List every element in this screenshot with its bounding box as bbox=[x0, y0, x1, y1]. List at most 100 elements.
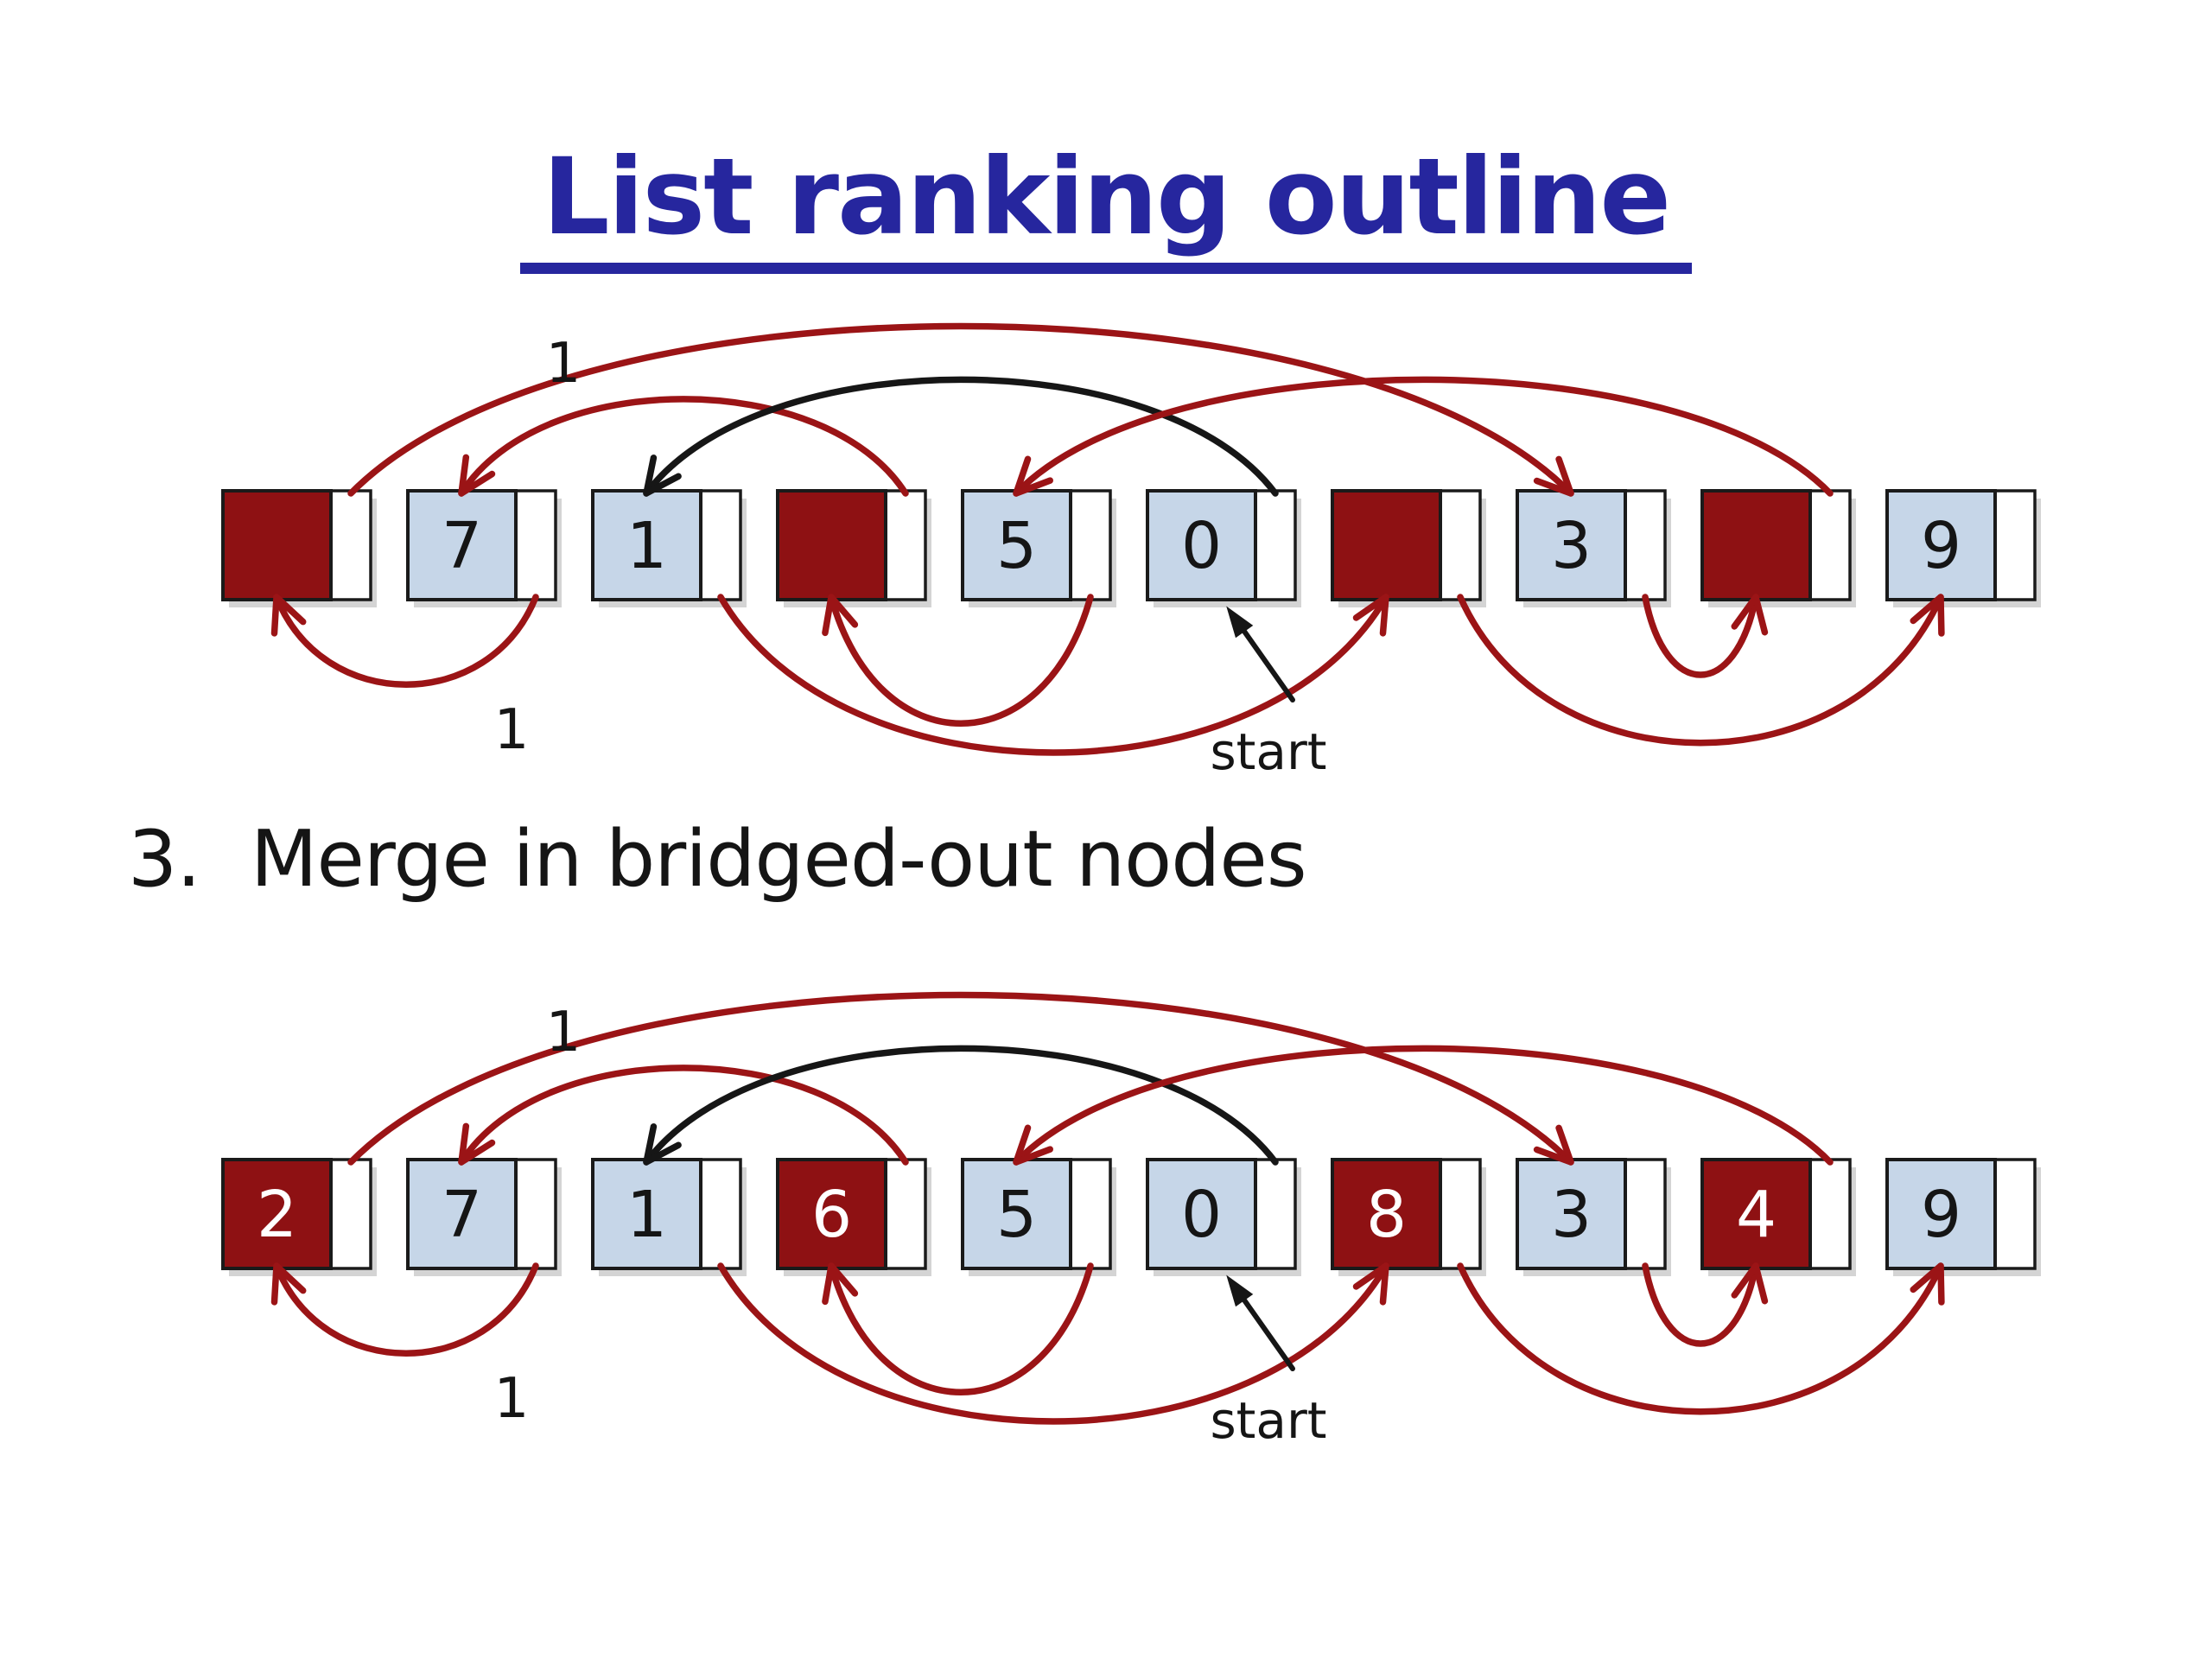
start-label: start bbox=[1210, 1391, 1326, 1450]
arrowhead bbox=[643, 1123, 682, 1166]
arrowhead bbox=[270, 594, 307, 637]
node-value-cell-bridged bbox=[1331, 1158, 1442, 1270]
arrowhead bbox=[1352, 594, 1389, 637]
list-node: 2 bbox=[221, 1158, 377, 1276]
pointer-arc-red bbox=[273, 1262, 539, 1357]
node-value-cell-bridged bbox=[776, 489, 887, 601]
list-node: 4 bbox=[1700, 1158, 1856, 1276]
node-value: 7 bbox=[442, 1178, 482, 1252]
linked-list-list-after-bridging-out: 7 1 5 0 3 9 1 1 start bbox=[221, 322, 2041, 781]
pointer-arc-red bbox=[347, 322, 1574, 497]
arrowhead bbox=[1352, 1262, 1389, 1306]
node-value: 5 bbox=[996, 509, 1037, 583]
pointer-arc-black bbox=[643, 1045, 1279, 1166]
list-node: 3 bbox=[1516, 1158, 1671, 1276]
list-node: 9 bbox=[1885, 1158, 2041, 1276]
weight-label-top: 1 bbox=[546, 332, 582, 396]
pointer-arc-black bbox=[643, 376, 1279, 497]
node-value-cell-bridged bbox=[1700, 489, 1812, 601]
arrowhead bbox=[1533, 1124, 1574, 1166]
arrowhead bbox=[1910, 1262, 1945, 1306]
pointer-arc-red bbox=[1642, 594, 1759, 678]
node-value-cell bbox=[1146, 1158, 1257, 1270]
list-node bbox=[1331, 489, 1486, 607]
step-text: 3. Merge in bridged-out nodes bbox=[128, 814, 1307, 905]
node-value-cell bbox=[1516, 1158, 1627, 1270]
arrowhead bbox=[458, 454, 496, 497]
list-node bbox=[776, 489, 931, 607]
list-node: 5 bbox=[961, 1158, 1116, 1276]
list-node: 9 bbox=[1885, 489, 2041, 607]
node-value: 0 bbox=[1181, 1178, 1222, 1252]
step-label: Merge in bridged-out nodes bbox=[250, 814, 1307, 905]
node-value-cell bbox=[591, 489, 702, 601]
node-value-cell bbox=[1516, 489, 1627, 601]
arrowhead bbox=[822, 1262, 859, 1306]
arrowhead bbox=[458, 1122, 496, 1166]
pointer-arc-red bbox=[1642, 1262, 1759, 1347]
pointer-arc-red bbox=[717, 1262, 1389, 1425]
arrowhead bbox=[1910, 594, 1945, 637]
node-value: 6 bbox=[811, 1178, 852, 1252]
node-value: 9 bbox=[1921, 509, 1961, 583]
list-node bbox=[1700, 489, 1856, 607]
list-node: 0 bbox=[1146, 489, 1301, 607]
pointer-arc-red bbox=[1457, 594, 1944, 747]
node-value: 3 bbox=[1551, 509, 1592, 583]
list-node: 5 bbox=[961, 489, 1116, 607]
list-node: 7 bbox=[406, 489, 562, 607]
pointer-arc-red bbox=[458, 396, 909, 497]
start-label: start bbox=[1210, 722, 1326, 781]
node-value: 8 bbox=[1366, 1178, 1407, 1252]
pointer-arc-red bbox=[1457, 1262, 1944, 1415]
page-title-wrap: List ranking outline bbox=[0, 137, 2212, 275]
pointer-arc-red bbox=[717, 594, 1389, 756]
pointer-arc-red bbox=[1013, 376, 1834, 497]
pointer-arc-red bbox=[828, 1262, 1094, 1395]
start-arrowhead bbox=[1226, 1274, 1254, 1307]
arrowhead bbox=[1013, 455, 1054, 497]
list-node: 0 bbox=[1146, 1158, 1301, 1276]
pointer-arc-red bbox=[828, 594, 1094, 727]
arrowhead bbox=[1013, 1124, 1054, 1166]
node-value: 2 bbox=[257, 1178, 297, 1252]
pointer-arc-red bbox=[273, 594, 539, 688]
weight-label-bottom: 1 bbox=[494, 1367, 530, 1431]
arrowhead bbox=[270, 1262, 307, 1306]
arrowhead bbox=[822, 594, 859, 637]
node-value-cell bbox=[961, 489, 1072, 601]
pointer-arc-red bbox=[347, 991, 1574, 1166]
node-value: 7 bbox=[442, 509, 482, 583]
arrowhead bbox=[643, 454, 682, 497]
node-value-cell bbox=[1146, 489, 1257, 601]
node-value-cell-bridged bbox=[221, 1158, 333, 1270]
node-value-cell-bridged bbox=[776, 1158, 887, 1270]
step-number: 3. bbox=[128, 814, 201, 905]
pointer-arc-red bbox=[458, 1065, 909, 1166]
page-title: List ranking outline bbox=[519, 137, 1693, 275]
node-value-cell-bridged bbox=[221, 489, 333, 601]
arrowhead bbox=[1533, 455, 1574, 497]
node-value: 0 bbox=[1181, 509, 1222, 583]
node-value-cell bbox=[406, 1158, 518, 1270]
list-node: 1 bbox=[591, 489, 747, 607]
list-node bbox=[221, 489, 377, 607]
node-value: 1 bbox=[626, 1178, 667, 1252]
node-value-cell-bridged bbox=[1331, 489, 1442, 601]
node-value-cell-bridged bbox=[1700, 1158, 1812, 1270]
list-node: 3 bbox=[1516, 489, 1671, 607]
node-value: 4 bbox=[1736, 1178, 1777, 1252]
arrowhead bbox=[1731, 1262, 1769, 1305]
list-node: 8 bbox=[1331, 1158, 1486, 1276]
list-node: 6 bbox=[776, 1158, 931, 1276]
node-value: 3 bbox=[1551, 1178, 1592, 1252]
list-node: 7 bbox=[406, 1158, 562, 1276]
node-value: 1 bbox=[626, 509, 667, 583]
start-arrowhead bbox=[1226, 606, 1254, 639]
weight-label-bottom: 1 bbox=[494, 698, 530, 762]
node-value: 5 bbox=[996, 1178, 1037, 1252]
pointer-arc-red bbox=[1013, 1045, 1834, 1166]
